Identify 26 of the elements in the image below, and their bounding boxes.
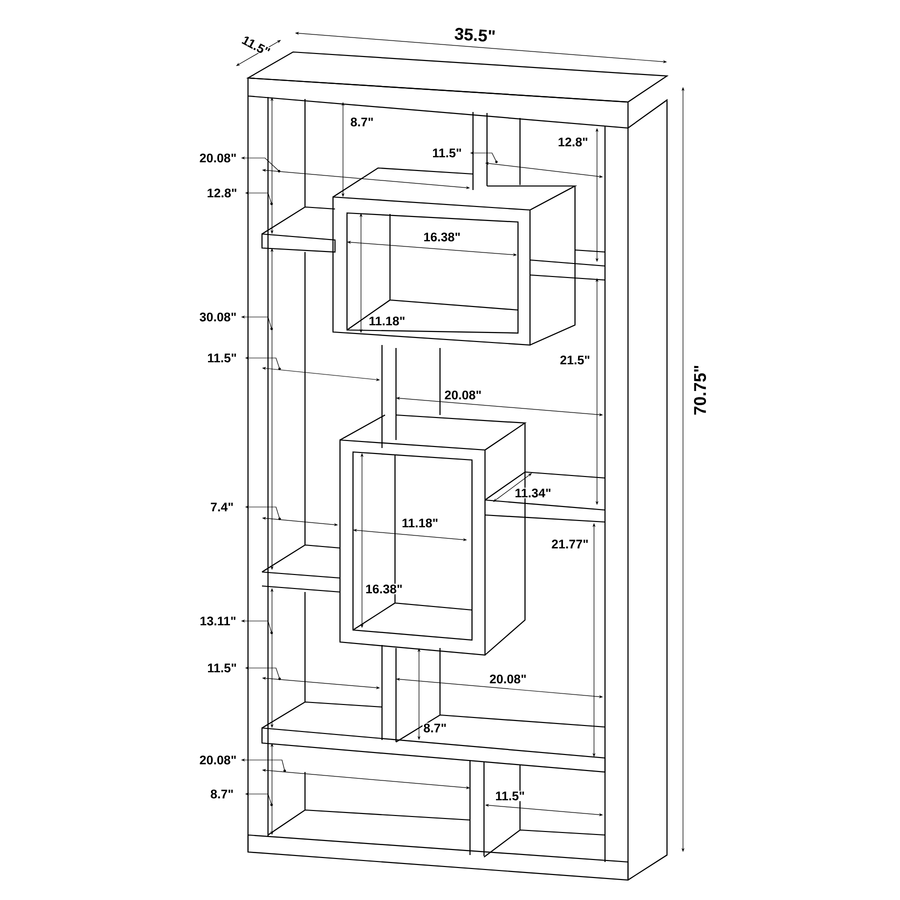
dimension-label: 11.18"	[400, 518, 440, 528]
dimension-label: 30.08"	[198, 312, 238, 322]
dimension-label: 21.77"	[550, 538, 590, 550]
dimension-label: 35.5"	[453, 26, 497, 44]
dimension-label: 8.7"	[210, 788, 234, 800]
dimension-label: 20.08"	[198, 754, 238, 766]
dimension-label: 13.11"	[198, 616, 238, 626]
dimension-label: 20.08"	[198, 152, 238, 164]
dimension-label: 70.75"	[693, 364, 707, 416]
dimension-label: 11.18"	[368, 316, 406, 326]
dimension-label: 11.5"	[494, 790, 526, 802]
dimension-label: 16.38"	[422, 232, 462, 242]
dimension-label: 7.4"	[210, 502, 234, 512]
dimension-label: 8.7"	[350, 116, 374, 128]
dimension-label: 20.08"	[488, 674, 528, 684]
dimension-label: 21.5"	[559, 354, 591, 366]
dimension-label: 11.5"	[240, 34, 272, 58]
dimension-label: 12.8"	[557, 136, 589, 148]
dimension-label: 11.5"	[206, 352, 238, 364]
dimension-label: 11.5"	[431, 148, 463, 158]
dimension-label: 12.8"	[206, 188, 238, 198]
dimension-label: 11.34"	[514, 488, 552, 498]
dimension-label: 16.38"	[364, 584, 404, 594]
dimension-label: 20.08"	[444, 390, 482, 400]
dimension-label: 8.7"	[422, 722, 448, 734]
dimension-label: 11.5"	[206, 662, 238, 674]
